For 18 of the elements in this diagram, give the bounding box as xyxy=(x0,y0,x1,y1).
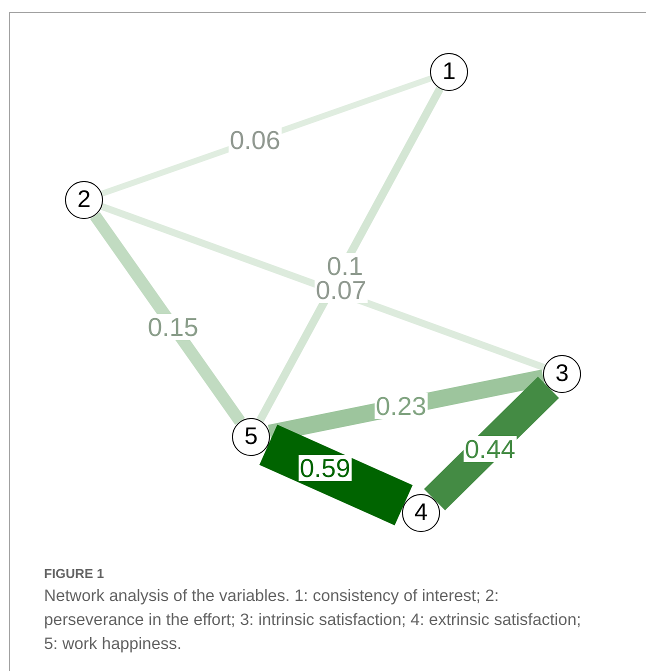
network-edge xyxy=(90,212,245,425)
edge-weight-label: 0.59 xyxy=(298,455,352,481)
variable-node: 3 xyxy=(543,355,581,393)
edge-weight-label: 0.15 xyxy=(146,314,200,340)
variable-node: 5 xyxy=(232,418,270,456)
figure-title: FIGURE 1 xyxy=(44,566,104,581)
variable-node: 4 xyxy=(402,494,440,532)
network-edge xyxy=(100,203,546,371)
network-edge xyxy=(259,424,413,526)
variable-node: 1 xyxy=(430,53,468,91)
edge-weight-label: 0.44 xyxy=(464,436,516,462)
edge-weight-label: 0.07 xyxy=(314,277,368,303)
edge-weight-label: 0.1 xyxy=(326,253,364,279)
edge-weight-label: 0.23 xyxy=(374,393,428,419)
variable-node: 2 xyxy=(65,181,103,219)
figure-caption: Network analysis of the variables. 1: consistency of interest; 2: perseverance in the effort; 3: intrinsic satisfaction; 4: extrinsic satisfaction; 5: work happiness. xyxy=(44,586,582,655)
edge-weight-label: 0.06 xyxy=(228,127,282,153)
network-edge xyxy=(424,376,559,510)
